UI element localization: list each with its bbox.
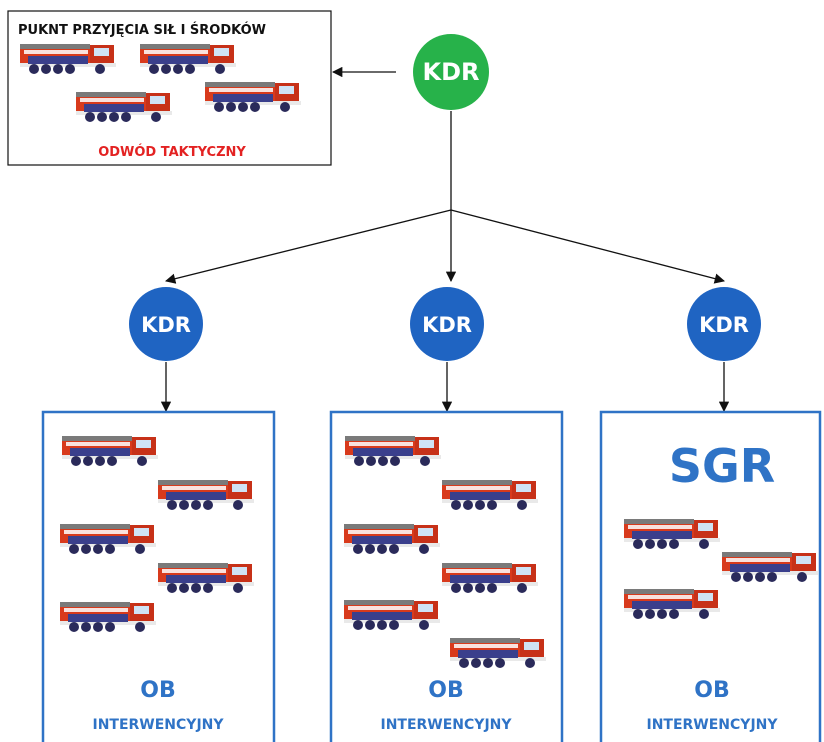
reserve-label: ODWÓD TAKTYCZNY: [98, 144, 246, 160]
type-label: INTERWENCYJNY: [380, 717, 512, 733]
top-kdr-label: KDR: [423, 58, 480, 86]
arrow-to-kdr-left: [164, 209, 452, 284]
type-label: INTERWENCYJNY: [646, 717, 778, 733]
fire-truck-icon: [60, 524, 156, 554]
fire-truck-icon: [205, 82, 301, 112]
section-box-left: OB INTERWENCYJNY: [41, 410, 276, 742]
kdr-label-middle: KDR: [422, 313, 472, 337]
reserve-title: PUKNT PRZYJĘCIA SIŁ I ŚRODKÓW: [18, 22, 266, 38]
ob-label: OB: [694, 678, 729, 703]
sgr-heading: SGR: [669, 439, 775, 493]
connectors: [160, 66, 730, 413]
section-box-right: SGR OB INTERWENCYJNY: [599, 410, 822, 742]
kdr-node-middle: KDR: [410, 287, 484, 361]
kdr-label-left: KDR: [141, 313, 191, 337]
ob-label: OB: [428, 678, 463, 703]
fire-truck-icon: [624, 519, 720, 549]
type-label: INTERWENCYJNY: [92, 717, 224, 733]
fire-truck-icon: [62, 436, 158, 466]
fire-truck-icon: [450, 638, 546, 668]
kdr-label-right: KDR: [699, 313, 749, 337]
fire-truck-icon: [158, 563, 254, 593]
kdr-node-left: KDR: [129, 287, 203, 361]
fire-truck-icon: [442, 563, 538, 593]
fire-truck-icon: [624, 589, 720, 619]
fire-truck-icon: [20, 44, 116, 74]
top-kdr-node: KDR: [413, 34, 489, 110]
arrow-to-kdr-right: [450, 209, 726, 284]
fire-truck-icon: [344, 524, 440, 554]
fire-truck-icon: [140, 44, 236, 74]
fire-truck-icon: [158, 480, 254, 510]
fire-truck-icon: [722, 552, 818, 582]
reserve-box: PUKNT PRZYJĘCIA SIŁ I ŚRODKÓW ODWÓD TAKT…: [7, 10, 332, 166]
fire-truck-icon: [345, 436, 441, 466]
fire-truck-icon: [344, 600, 440, 630]
section-box-middle: OB INTERWENCYJNY: [329, 410, 564, 742]
fire-truck-icon: [76, 92, 172, 122]
fire-truck-icon: [442, 480, 538, 510]
ob-label: OB: [140, 678, 175, 703]
kdr-node-right: KDR: [687, 287, 761, 361]
fire-truck-icon: [60, 602, 156, 632]
